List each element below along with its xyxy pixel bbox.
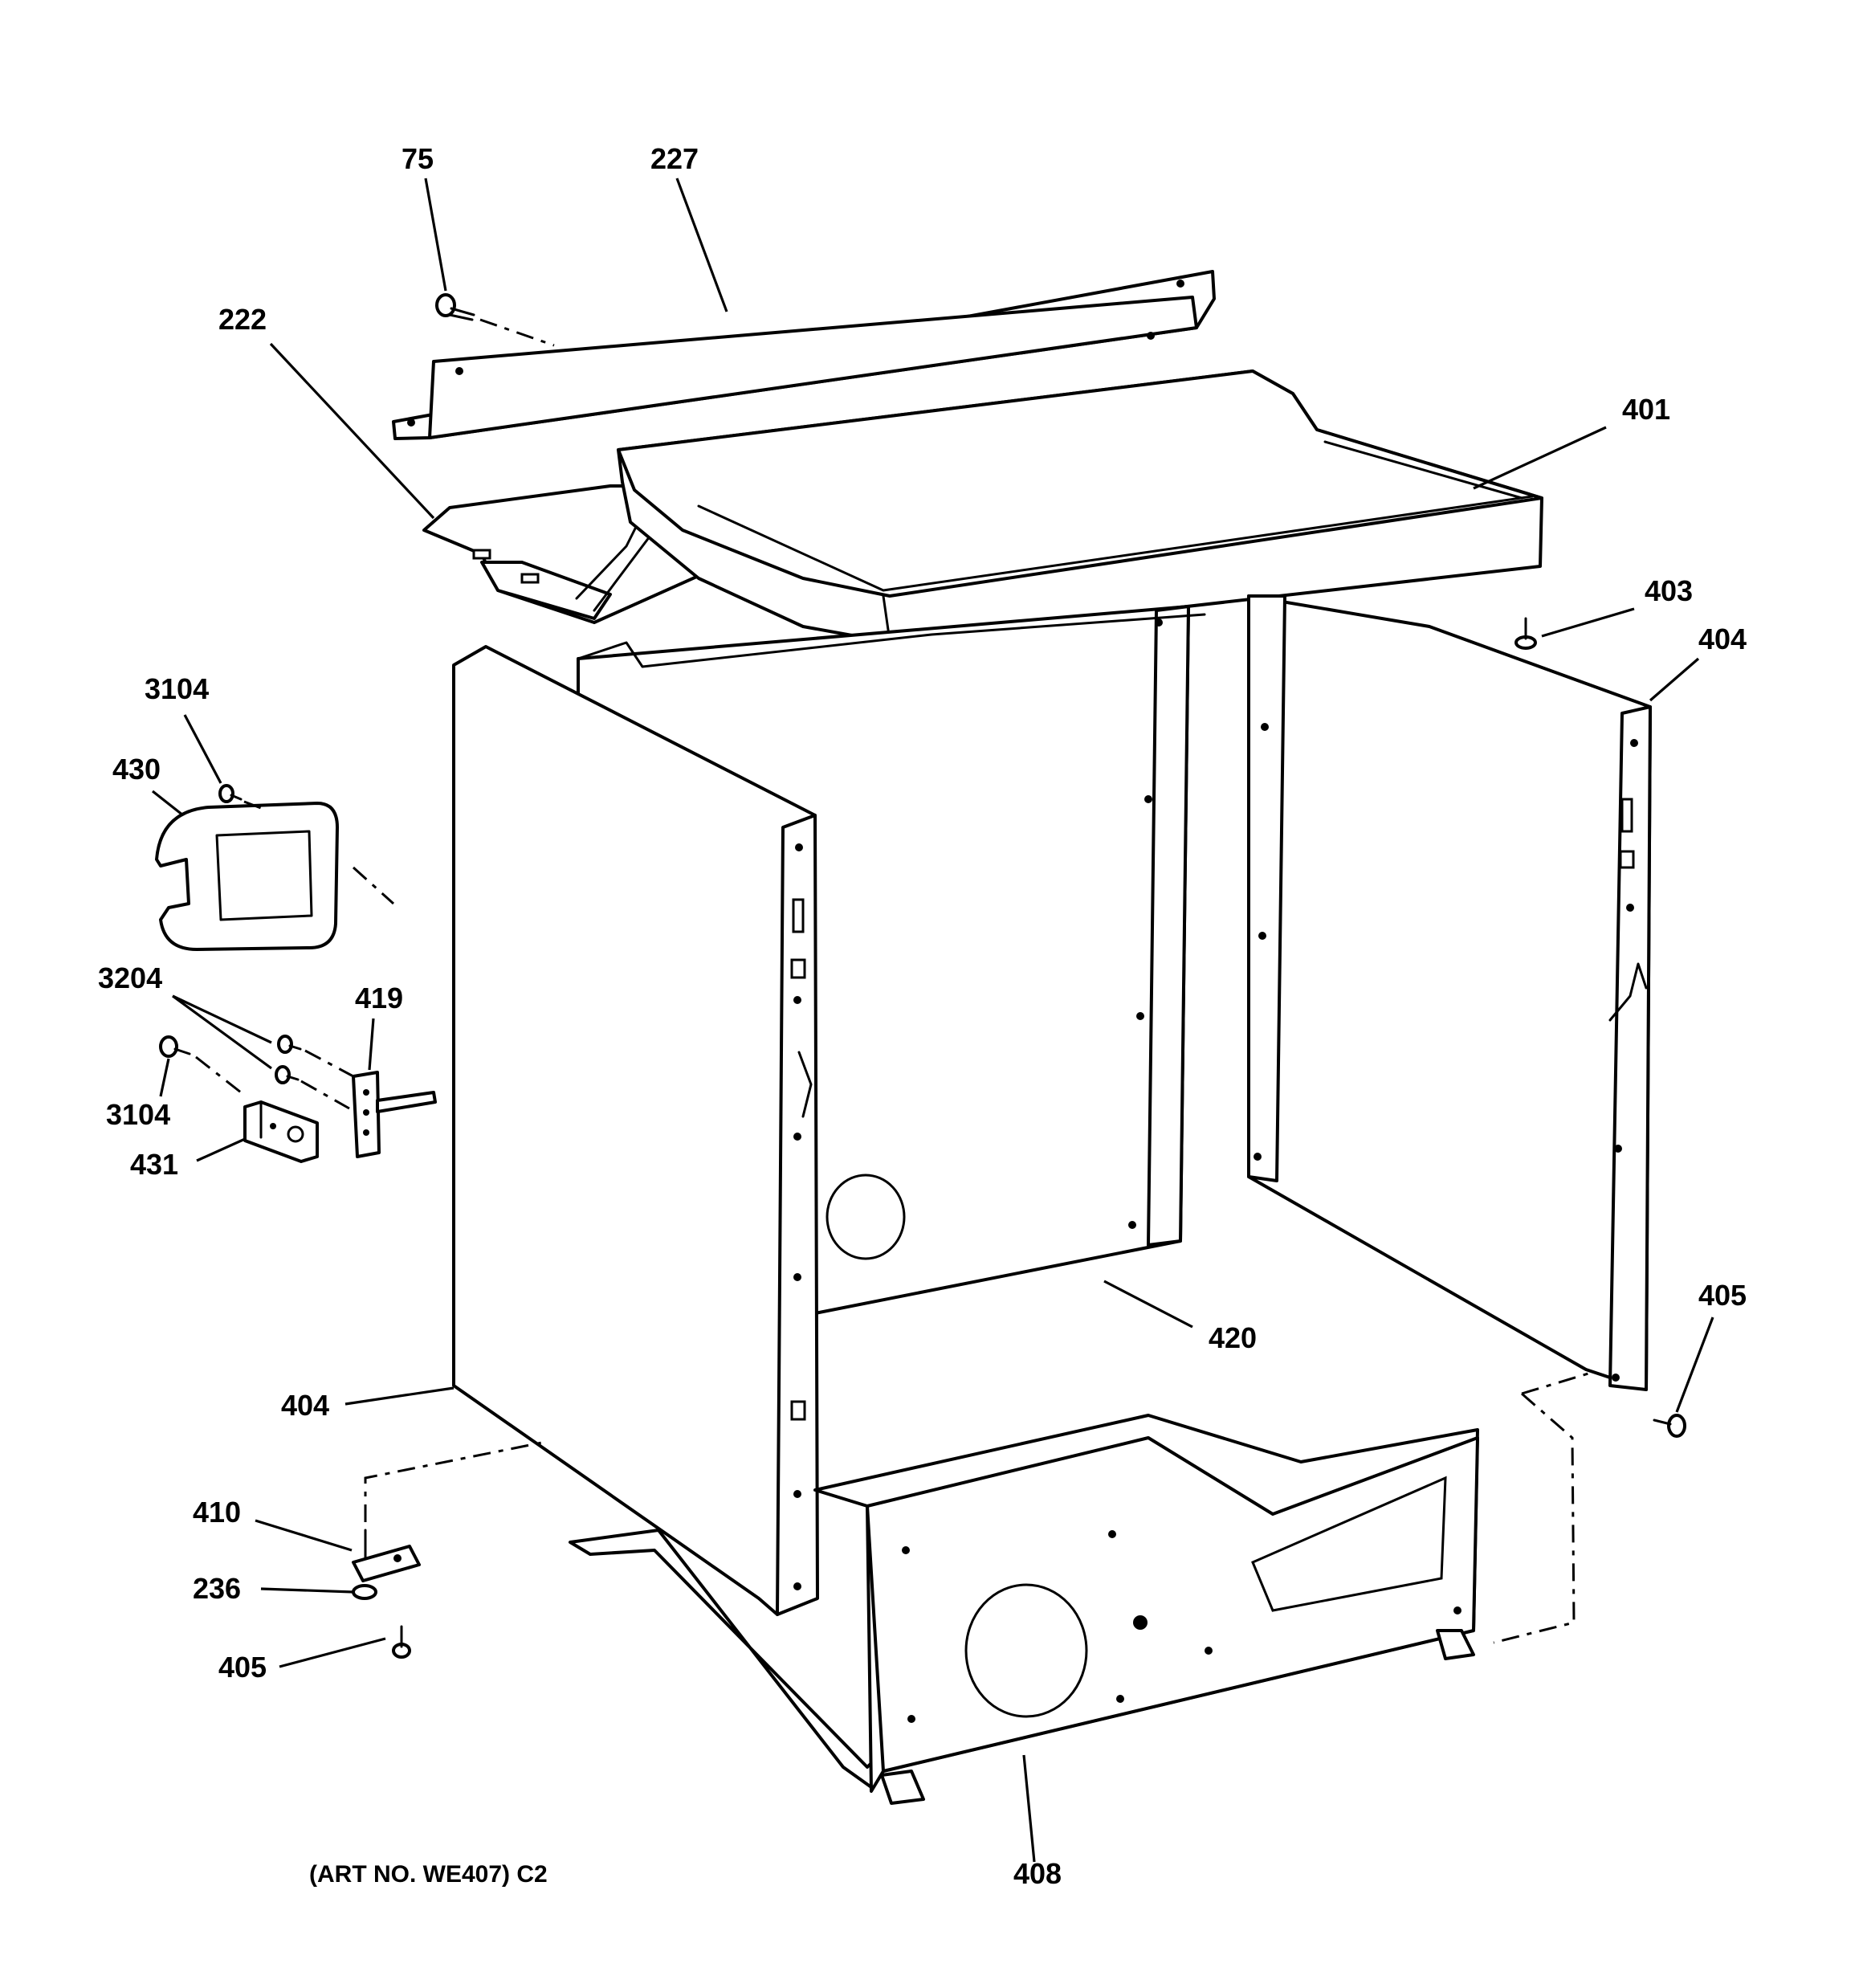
rear-top-brace xyxy=(392,270,1216,440)
callout-431: 431 xyxy=(130,1148,178,1181)
callout-404-right: 404 xyxy=(1698,623,1747,655)
left-side-panel xyxy=(452,645,819,1616)
callout-236: 236 xyxy=(193,1572,241,1605)
top-panel xyxy=(617,369,1543,643)
callout-3204: 3204 xyxy=(98,961,162,994)
leader-lines xyxy=(152,178,1714,1863)
base-frame xyxy=(569,1414,1479,1805)
bracket-431 xyxy=(243,1100,319,1163)
callout-410: 410 xyxy=(193,1496,241,1529)
callout-405-right: 405 xyxy=(1698,1279,1747,1312)
art-number: (ART NO. WE407) C2 xyxy=(309,1861,548,1888)
screw-3104-bottom xyxy=(159,1035,191,1058)
leveling-leg-410 xyxy=(352,1529,421,1582)
foot-236 xyxy=(352,1584,377,1600)
part-419 xyxy=(352,1071,437,1158)
callout-3104-top: 3104 xyxy=(145,672,209,705)
screw-3204-a xyxy=(277,1035,302,1054)
right-side-panel xyxy=(1247,594,1652,1391)
callout-419: 419 xyxy=(355,982,403,1014)
callout-3104-bottom: 3104 xyxy=(106,1098,170,1131)
screw-405-left xyxy=(392,1625,411,1659)
callout-75: 75 xyxy=(402,142,434,175)
screw-3204-b xyxy=(275,1065,300,1084)
callout-430: 430 xyxy=(112,753,161,786)
callout-408: 408 xyxy=(1013,1857,1062,1890)
callout-403: 403 xyxy=(1645,574,1693,607)
screw-75 xyxy=(435,293,475,321)
callout-405-left: 405 xyxy=(218,1651,267,1684)
callout-404-left: 404 xyxy=(281,1389,329,1422)
callout-227: 227 xyxy=(650,142,699,175)
screw-403 xyxy=(1514,617,1537,650)
callout-401: 401 xyxy=(1622,393,1670,426)
screw-3104-top xyxy=(218,784,243,803)
callout-222: 222 xyxy=(218,303,267,336)
screw-405-right xyxy=(1653,1414,1686,1438)
callout-420: 420 xyxy=(1209,1321,1257,1354)
vent-bracket-430 xyxy=(155,802,339,951)
